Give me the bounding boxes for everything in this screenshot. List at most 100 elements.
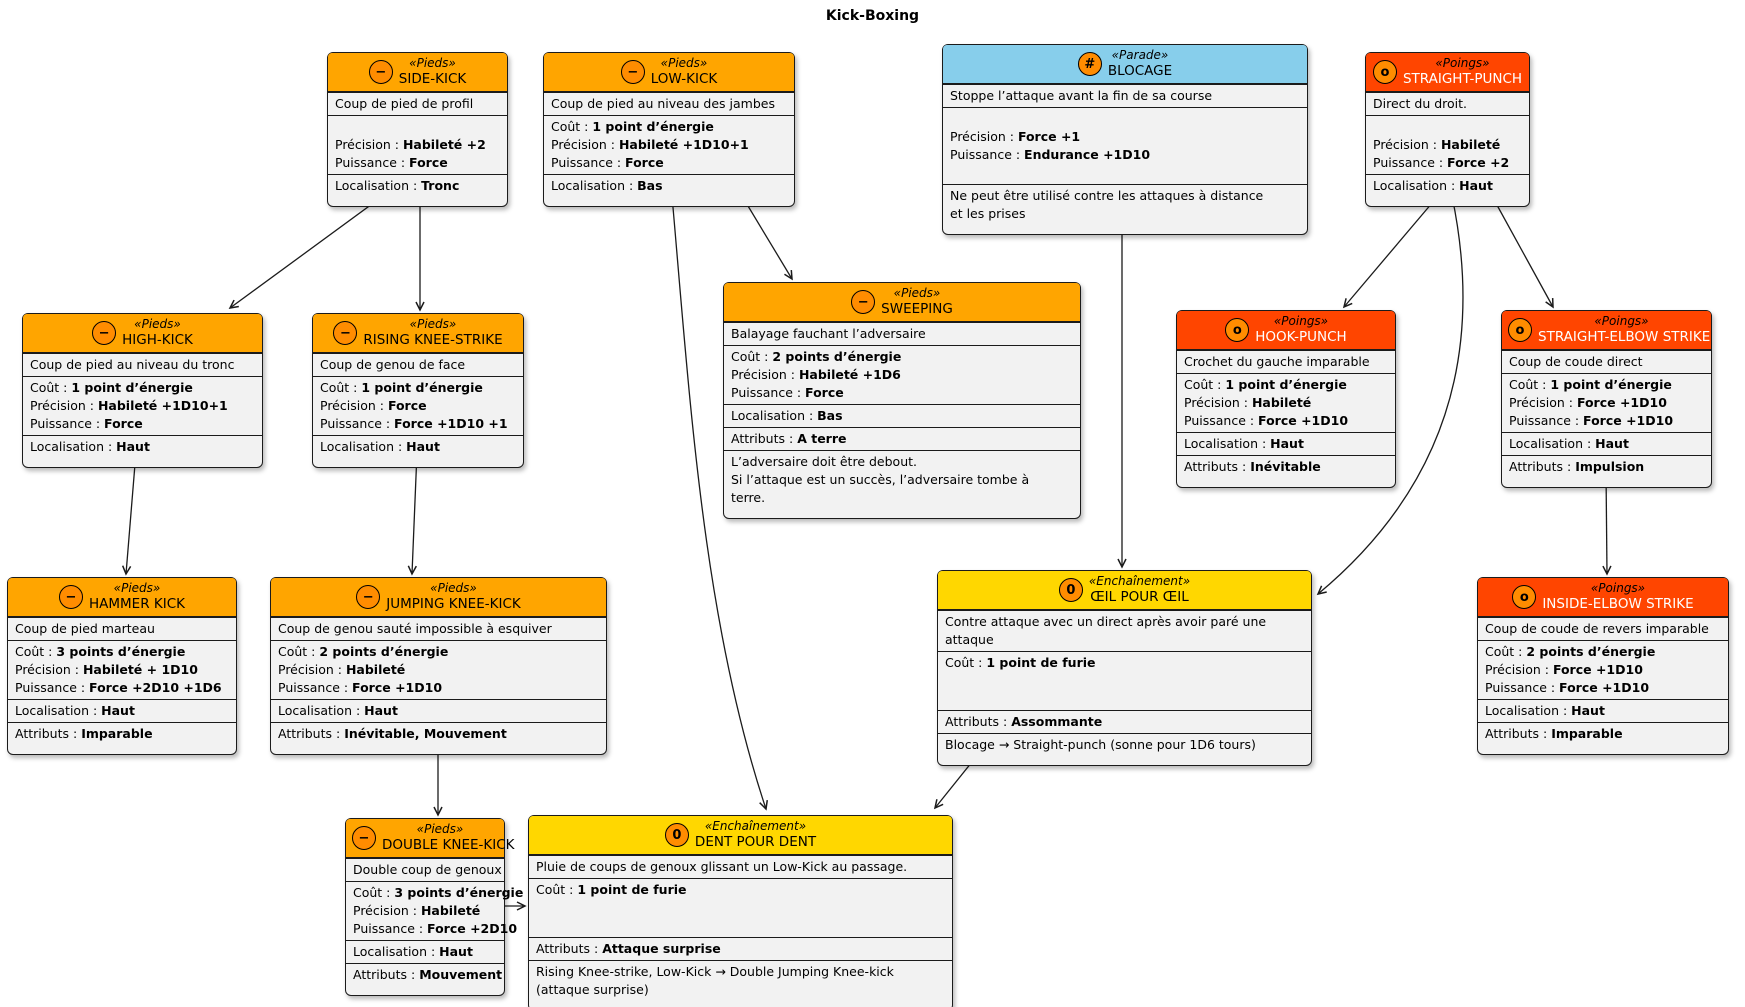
card-section: Localisation : Bas <box>544 174 794 206</box>
edge-low-kick-dent-pour-dent <box>671 195 769 811</box>
text-segment: Coût : <box>1485 644 1527 659</box>
card-section: Attributs : Impulsion <box>1502 455 1711 487</box>
text-segment: Coup de pied de profil <box>335 96 474 111</box>
text-segment: Coût : <box>945 655 987 670</box>
text-segment: Force +1 <box>1017 129 1081 144</box>
text-line: Coup de genou sauté impossible à esquive… <box>278 620 599 638</box>
text-segment: Puissance : <box>353 921 428 936</box>
minus-icon: − <box>368 60 393 84</box>
card-section: Coup de coude de revers imparable <box>1478 617 1728 640</box>
circle-dot-icon: o <box>1225 318 1250 342</box>
text-line: Localisation : Haut <box>30 438 255 456</box>
text-line: Précision : Habileté <box>353 902 497 920</box>
card-section: Localisation : Haut <box>8 699 236 722</box>
stereotype-label: «Pieds» <box>409 56 456 70</box>
card-section: Attributs : Imparable <box>8 722 236 754</box>
text-segment: Puissance : <box>320 416 395 431</box>
text-segment: Force +1D10 <box>352 680 443 695</box>
text-segment: Rising Knee-strike, Low-Kick → Double Ju… <box>536 964 894 979</box>
text-segment: Habileté <box>1440 137 1501 152</box>
card-header-text: «Pieds»RISING KNEE-STRIKE <box>363 317 502 349</box>
text-segment: Haut <box>406 439 440 454</box>
text-segment: Ne peut être utilisé contre les attaques… <box>950 188 1264 203</box>
circle-dot-icon: o <box>1372 60 1397 84</box>
text-segment: Précision : <box>1373 137 1441 152</box>
text-line: Précision : Force +1 <box>950 128 1300 146</box>
text-line: Précision : Force +1D10 <box>1509 394 1704 412</box>
text-line: Balayage fauchant l’adversaire <box>731 325 1073 343</box>
text-segment: Puissance : <box>1509 413 1584 428</box>
text-segment: Coût : <box>320 380 362 395</box>
text-segment: terre. <box>731 490 766 505</box>
text-segment: Localisation : <box>30 439 117 454</box>
text-segment: Haut <box>364 703 398 718</box>
text-segment: Localisation : <box>1485 703 1572 718</box>
text-segment: Précision : <box>1509 395 1577 410</box>
text-line: Coût : 2 points d’énergie <box>1485 643 1721 661</box>
card-section: Localisation : Tronc <box>328 174 507 206</box>
text-segment: Localisation : <box>335 178 422 193</box>
text-line: Précision : Habileté +1D10+1 <box>30 397 255 415</box>
card-header-text: «Pieds»DOUBLE KNEE-KICK <box>382 822 515 854</box>
card-title: JUMPING KNEE-KICK <box>386 596 521 612</box>
card-title: HIGH-KICK <box>122 332 193 348</box>
text-segment: Coup de pied au niveau des jambes <box>551 96 775 111</box>
text-line <box>950 110 1300 128</box>
card-header: −«Pieds»SWEEPING <box>724 283 1080 322</box>
card-section: Rising Knee-strike, Low-Kick → Double Ju… <box>529 960 952 1007</box>
text-segment: Puissance : <box>15 680 90 695</box>
text-segment: Précision : <box>30 398 98 413</box>
card-section: Coup de pied marteau <box>8 617 236 640</box>
text-line: Puissance : Endurance +1D10 <box>950 146 1300 164</box>
text-segment: Habileté <box>345 662 406 677</box>
text-line: Précision : Habileté <box>278 661 599 679</box>
text-segment: Inévitable, Mouvement <box>344 726 507 741</box>
card-header: #«Parade»BLOCAGE <box>943 45 1307 84</box>
card-section: Localisation : Haut <box>1366 174 1529 206</box>
stereotype-label: «Enchaînement» <box>1088 574 1191 588</box>
text-line: Double coup de genoux <box>353 861 502 879</box>
card-title: STRAIGHT-PUNCH <box>1402 71 1523 87</box>
card-title: HOOK-PUNCH <box>1255 329 1347 345</box>
text-line: Localisation : Haut <box>1373 177 1522 195</box>
text-segment: Haut <box>1459 178 1493 193</box>
stereotype-label: «Poings» <box>1590 581 1646 595</box>
card-section: Pluie de coups de genoux glissant un Low… <box>529 855 952 878</box>
text-segment: Coup de pied marteau <box>15 621 155 636</box>
card-title: SWEEPING <box>881 301 953 317</box>
text-line: Rising Knee-strike, Low-Kick → Double Ju… <box>536 963 945 981</box>
text-line <box>335 118 500 136</box>
text-line: Coût : 2 points d’énergie <box>278 643 599 661</box>
text-line: Coût : 3 points d’énergie <box>353 884 523 902</box>
text-segment: Précision : <box>1184 395 1252 410</box>
minus-icon: − <box>620 60 645 84</box>
text-segment: Force <box>387 398 427 413</box>
text-segment: Force <box>805 385 844 400</box>
text-segment: Localisation : <box>320 439 407 454</box>
card-header-text: «Parade»BLOCAGE <box>1108 48 1172 80</box>
text-line: Coût : 1 point d’énergie <box>1184 376 1388 394</box>
card-header-text: «Pieds»HAMMER KICK <box>89 581 185 613</box>
text-segment: Imparable <box>1551 726 1623 741</box>
card-title: STRAIGHT-ELBOW STRIKE <box>1538 329 1711 345</box>
text-segment: Coût : <box>1509 377 1551 392</box>
text-segment: Coût : <box>731 349 773 364</box>
hash-icon: # <box>1077 52 1102 76</box>
text-segment: Force +2D10 +1D6 <box>89 680 222 695</box>
card-section: L’adversaire doit être debout.Si l’attaq… <box>724 450 1080 518</box>
text-segment: A terre <box>797 431 847 446</box>
card-section: Crochet du gauche imparable <box>1177 350 1395 373</box>
text-segment: Crochet du gauche imparable <box>1184 354 1370 369</box>
